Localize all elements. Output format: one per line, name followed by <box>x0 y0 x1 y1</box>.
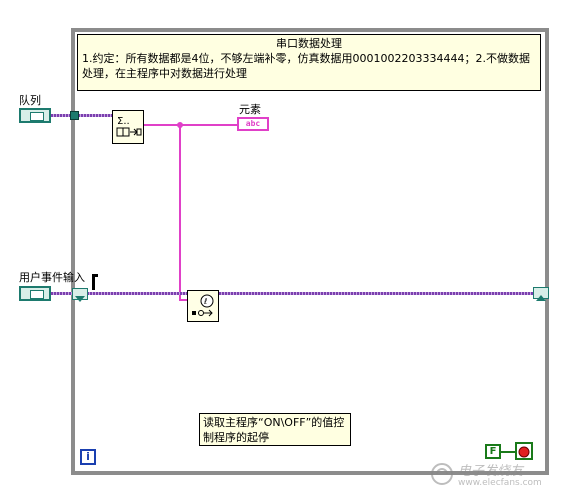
queue-control-terminal[interactable] <box>19 108 51 123</box>
bottom-comment: 读取主程序“ON\OFF”的值控制程序的起停 <box>199 413 351 446</box>
watermark: 电子发烧友 www.elecfans.com <box>430 458 570 496</box>
element-to-node-wire[interactable] <box>179 299 189 301</box>
svg-text:ℓ: ℓ <box>203 297 207 306</box>
element-string-indicator[interactable]: abc <box>237 117 269 131</box>
false-constant[interactable]: F <box>485 444 501 459</box>
dequeue-icon: Σ.. <box>116 116 142 137</box>
svg-text:Σ..: Σ.. <box>117 116 130 127</box>
generate-event-icon: ℓ <box>192 294 214 317</box>
label-connector <box>92 274 98 290</box>
element-label: 元素 <box>239 103 261 116</box>
generate-user-event-node[interactable]: ℓ <box>187 290 219 322</box>
dequeue-element-node[interactable]: Σ.. <box>112 110 144 144</box>
iteration-terminal[interactable]: i <box>80 449 96 465</box>
element-wire[interactable] <box>144 124 237 126</box>
comment-title: 串口数据处理 <box>276 37 342 50</box>
element-branch-wire[interactable] <box>179 124 181 300</box>
queue-tunnel[interactable] <box>70 111 79 120</box>
shift-register-up-icon <box>536 295 546 301</box>
user-event-control-terminal[interactable] <box>19 286 51 301</box>
while-loop-frame[interactable] <box>71 28 549 475</box>
user-event-label: 用户事件输入 <box>19 271 85 284</box>
queue-wire[interactable] <box>51 114 113 117</box>
stop-wire[interactable] <box>501 451 517 453</box>
shift-register-right[interactable] <box>533 287 549 301</box>
stop-terminal[interactable] <box>515 442 533 460</box>
wire-junction <box>177 122 183 128</box>
stop-icon <box>518 446 530 458</box>
watermark-url: www.elecfans.com <box>458 478 542 488</box>
queue-label: 队列 <box>19 94 41 107</box>
watermark-logo-icon <box>431 463 453 485</box>
shift-register-down-icon <box>75 296 85 302</box>
top-comment: 串口数据处理 1.约定：所有数据都是4位，不够左端补零，仿真数据用0001002… <box>77 34 541 91</box>
shift-register-left[interactable] <box>72 288 88 302</box>
user-event-wire[interactable] <box>51 292 535 295</box>
comment-body: 1.约定：所有数据都是4位，不够左端补零，仿真数据用00010022033344… <box>82 52 530 80</box>
watermark-site: 电子发烧友 <box>458 464 524 479</box>
